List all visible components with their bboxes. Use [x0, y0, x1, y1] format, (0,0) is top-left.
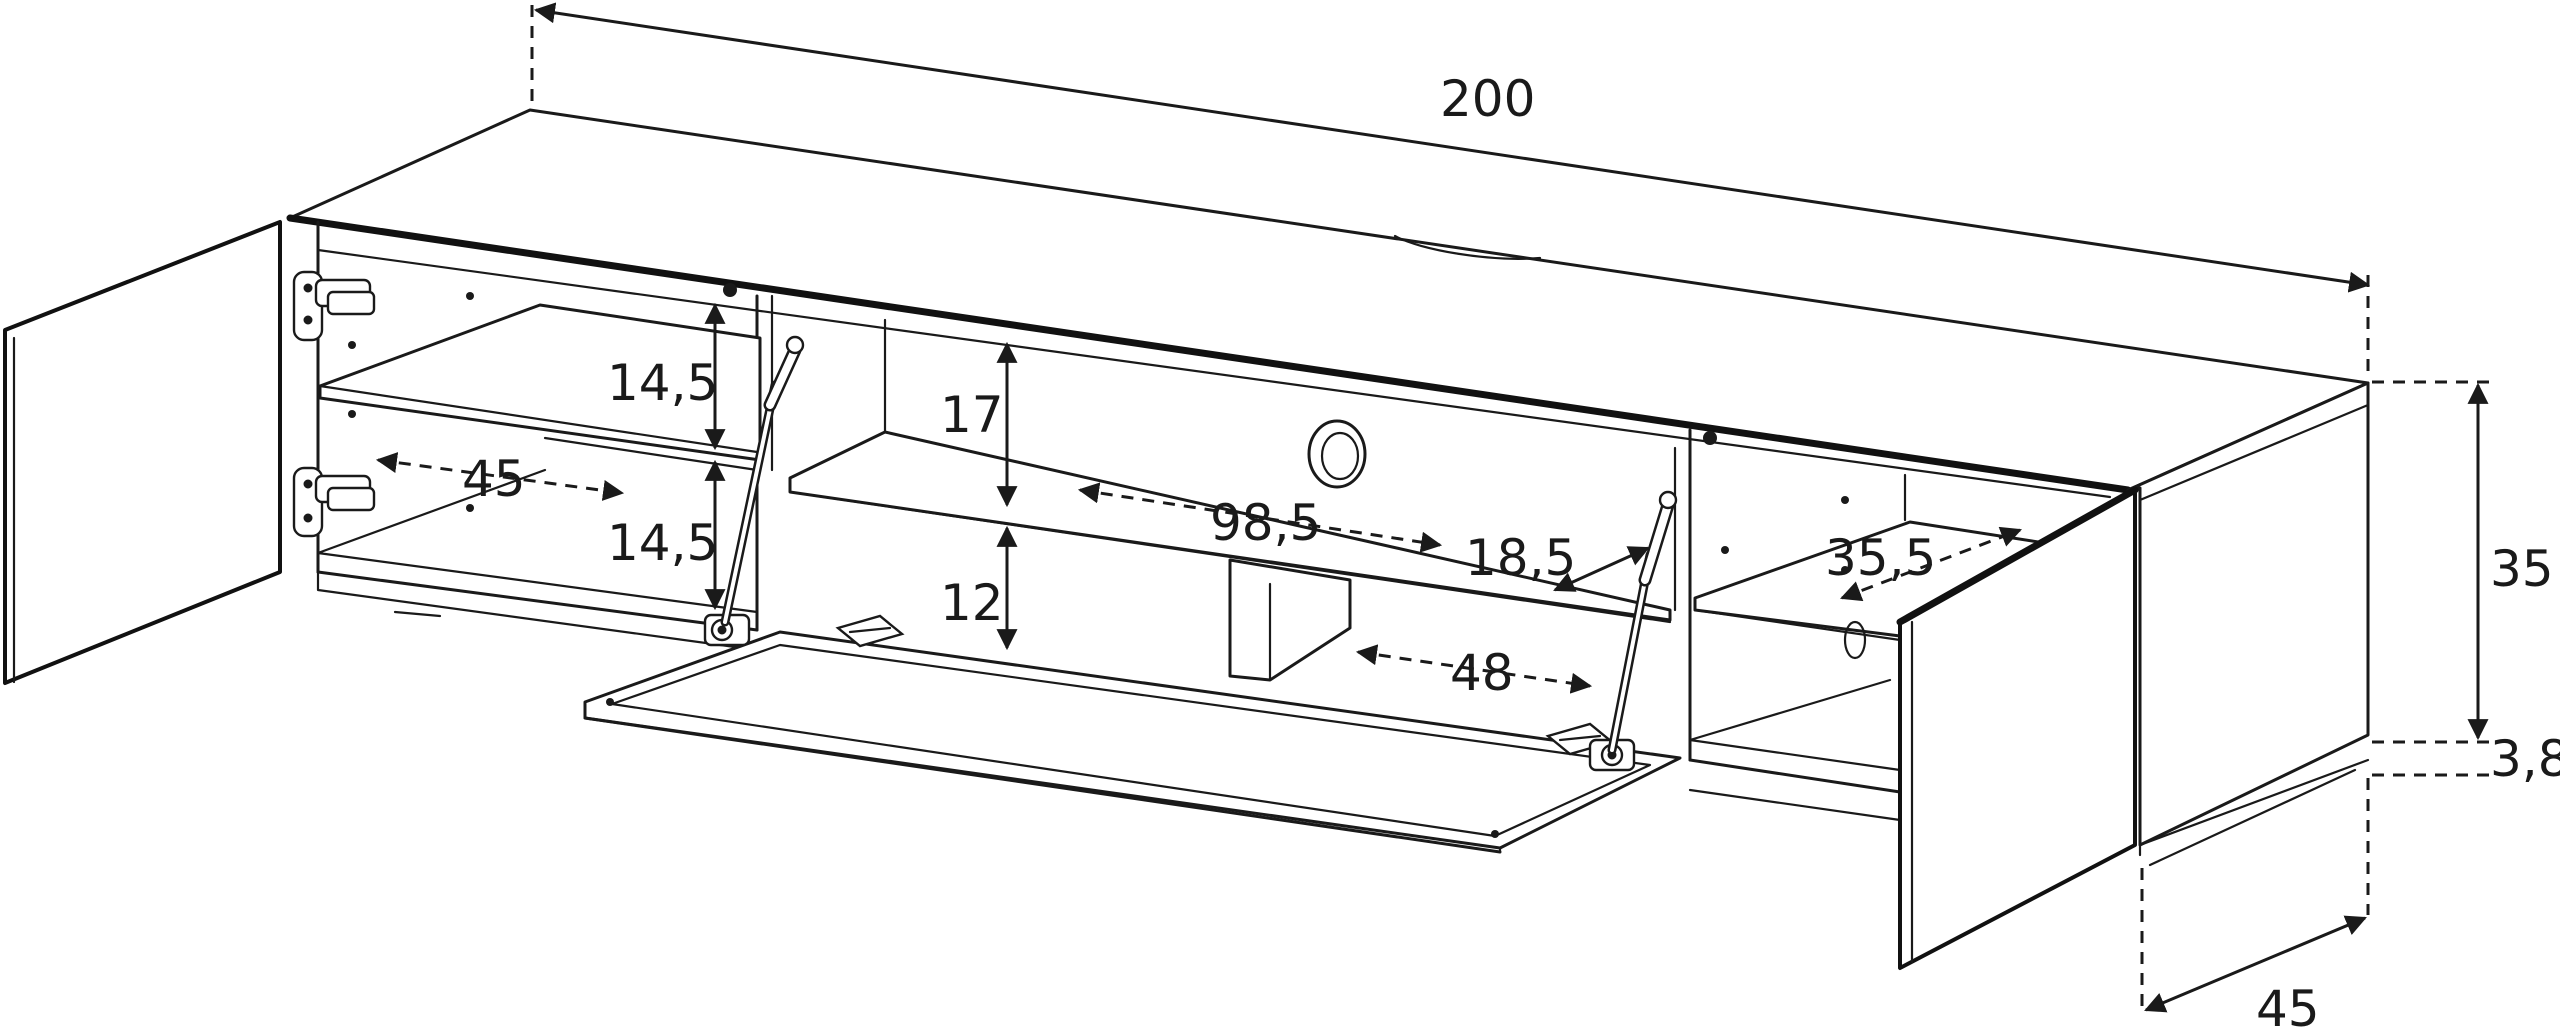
left-foot	[393, 610, 442, 618]
right-end-bottom-line	[2138, 758, 2370, 847]
label-plinth: 3,8	[2490, 730, 2560, 788]
label-centre-lower-width: 48	[1450, 644, 1514, 702]
flap-front-bottom	[583, 716, 1502, 854]
shelf-pin	[1703, 431, 1717, 445]
label-right-inner-depth: 35,5	[1825, 529, 1936, 587]
cable-grommet-inner	[1320, 431, 1360, 481]
label-centre-shelf-depth: 18,5	[1465, 529, 1576, 587]
centre-shelf-front-bottom	[788, 490, 1672, 624]
dimension-lines	[375, 2, 2495, 1015]
left-shelf-front	[318, 384, 759, 454]
left-plinth	[316, 570, 759, 652]
shelf-pin	[466, 504, 474, 512]
label-width-total: 200	[1440, 70, 1535, 128]
shelf-pin	[348, 341, 356, 349]
flap-inner-frame	[610, 643, 1652, 838]
right-plinth	[1688, 788, 1902, 822]
dim-centre-width-line	[1077, 482, 1443, 553]
label-centre-upper: 17	[940, 386, 1004, 444]
gas-strut-left	[720, 335, 805, 627]
label-centre-lower: 12	[940, 574, 1004, 632]
left-bottom-front	[316, 570, 759, 632]
shelf-pin	[723, 283, 737, 297]
flap-panel	[583, 630, 1682, 850]
dim-depth-line	[2144, 915, 2367, 1013]
dim-centre-shelf-depth-line	[1553, 546, 1650, 592]
centre-rear-box	[1228, 558, 1352, 682]
dim-width-line	[533, 2, 2371, 293]
right-end-base	[2148, 768, 2357, 867]
left-door	[3, 220, 376, 685]
label-left-shelf-lower: 14,5	[607, 514, 718, 572]
label-centre-width: 98,5	[1210, 494, 1321, 552]
dim-centre-lower-width-line	[1355, 644, 1593, 694]
left-upper-hinge	[292, 270, 376, 342]
cable-grommet-outer	[1307, 419, 1367, 489]
left-shelf	[318, 303, 762, 462]
left-door-panel	[3, 220, 282, 685]
flap-catch-left	[835, 614, 905, 648]
shelf-pin	[466, 292, 474, 300]
left-bottom-top	[316, 551, 759, 614]
dimension-labels: 200 35 3,8 45 14,5 14,5 45 17 12 98,5 18…	[462, 70, 2560, 1029]
shelf-pin	[1721, 546, 1729, 554]
right-end-inner-line	[2138, 403, 2370, 502]
right-shelf-front	[1693, 608, 1902, 642]
right-bottom-back	[1688, 678, 1892, 742]
label-depth: 45	[2256, 980, 2320, 1029]
flap-hinge-right	[1588, 738, 1636, 772]
shelf-pin	[348, 410, 356, 418]
left-lower-hinge	[292, 466, 376, 538]
label-height: 35	[2490, 540, 2554, 598]
label-left-inner-depth: 45	[462, 450, 526, 508]
label-left-shelf-upper: 14,5	[607, 354, 718, 412]
dim-right-depth-line	[1840, 526, 2022, 602]
shelf-pin	[1841, 496, 1849, 504]
flap-screw	[1491, 830, 1499, 838]
right-cable-hole	[1843, 620, 1867, 660]
right-bottom-front	[1688, 758, 1902, 794]
flap-screw	[606, 698, 614, 706]
right-bottom-top	[1688, 738, 1902, 772]
